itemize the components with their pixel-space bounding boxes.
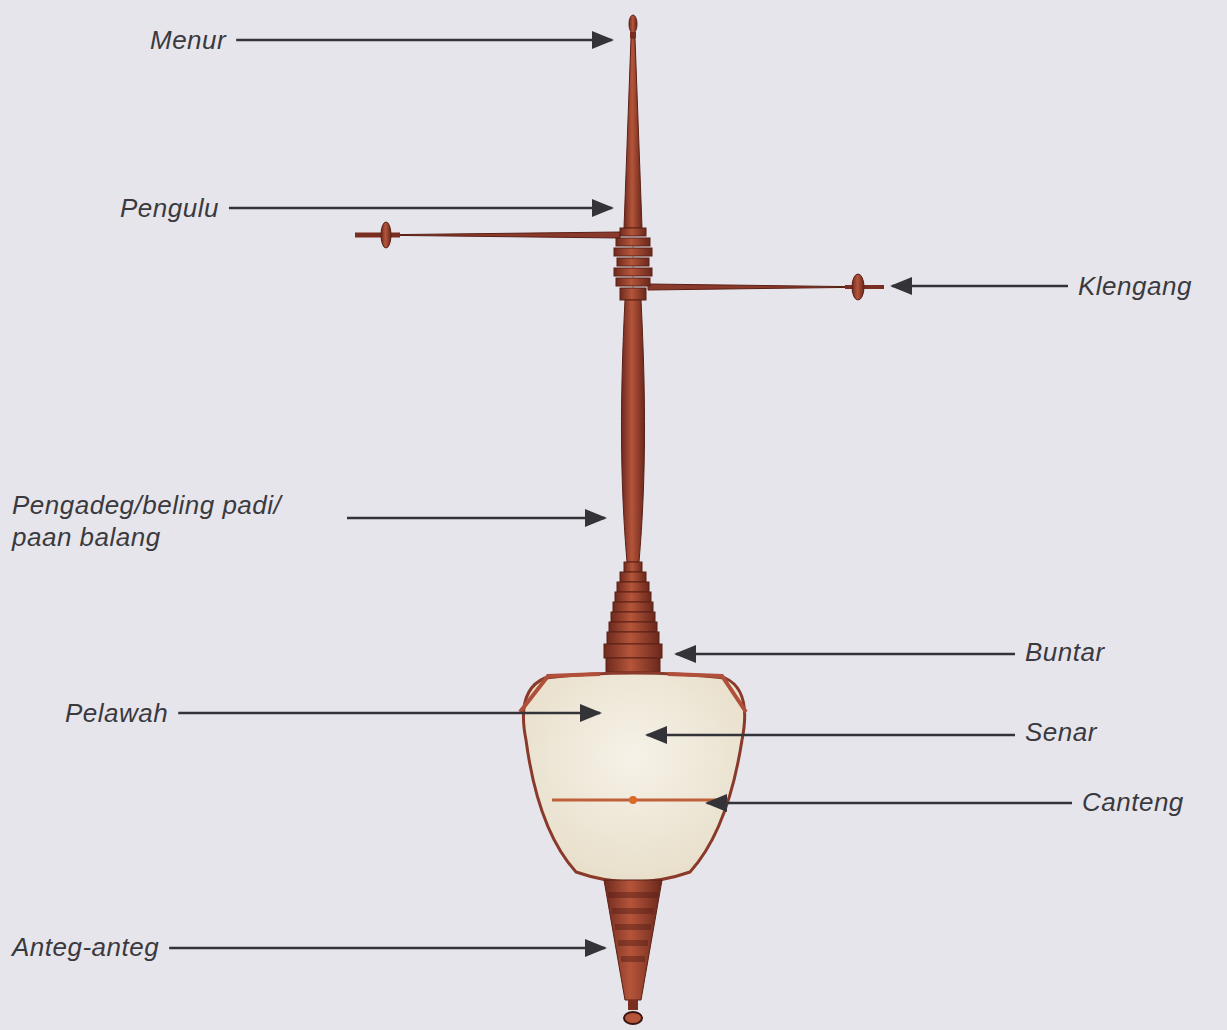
part-label: Senar (1025, 716, 1097, 748)
part-label: Pelawah (65, 697, 168, 729)
part-label: Pengadeg/beling padi/ paan balang (12, 489, 337, 553)
leader-arrow (236, 39, 612, 42)
leader-arrow (347, 517, 605, 520)
leader-arrow (169, 947, 605, 950)
leader-arrow (892, 285, 1068, 288)
leader-arrow (647, 734, 1015, 737)
part-label: Menur (150, 24, 226, 56)
part-label: Klengang (1078, 270, 1192, 302)
part-label: Canteng (1082, 786, 1184, 818)
leader-arrow (676, 653, 1015, 656)
leader-arrow (707, 802, 1072, 805)
part-label: Pengulu (120, 192, 219, 224)
leader-arrow (178, 712, 600, 715)
part-label: Anteg-anteg (12, 931, 159, 963)
leader-arrow (229, 207, 612, 210)
part-label: Buntar (1025, 636, 1105, 668)
